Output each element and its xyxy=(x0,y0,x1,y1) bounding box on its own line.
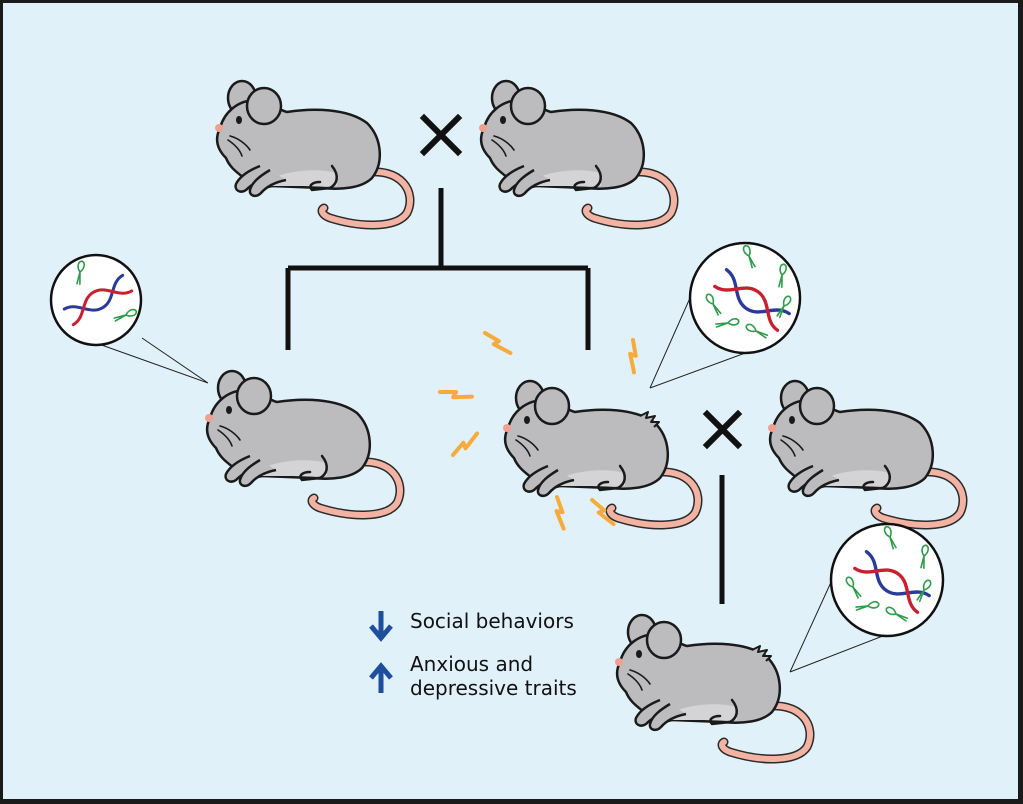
mouse-mate xyxy=(768,381,963,525)
stress-bolt xyxy=(446,431,484,457)
stress-bolt xyxy=(620,338,647,375)
stress-bolt xyxy=(549,495,571,531)
legend-label-anxious-line2: depressive traits xyxy=(410,676,577,700)
magnifier-control-microbiome xyxy=(49,253,209,384)
magnifier-grand-offspring-microbiome xyxy=(789,522,945,673)
legend-item-social: Social behaviors xyxy=(410,609,574,633)
mouse-offspring-stressed xyxy=(503,381,698,525)
mouse-offspring-control xyxy=(205,371,400,515)
mouse-parent-2 xyxy=(479,81,674,225)
magnifier-stressed-microbiome xyxy=(649,241,802,389)
arrow-up-icon xyxy=(369,662,393,693)
cross-symbol-parents xyxy=(419,113,463,157)
legend-item-anxiety: Anxious and depressive traits xyxy=(410,652,577,700)
legend-label-social-behaviors: Social behaviors xyxy=(410,609,574,633)
mouse-grand-offspring xyxy=(615,615,810,759)
legend-label-anxious-line1: Anxious and xyxy=(410,652,534,676)
cross-symbol-second xyxy=(702,409,743,450)
stress-bolt xyxy=(438,379,474,409)
pedigree-lines xyxy=(285,188,725,604)
stress-bolt xyxy=(483,325,513,361)
mouse-parent-1 xyxy=(215,81,410,225)
arrow-down-icon xyxy=(369,611,393,642)
